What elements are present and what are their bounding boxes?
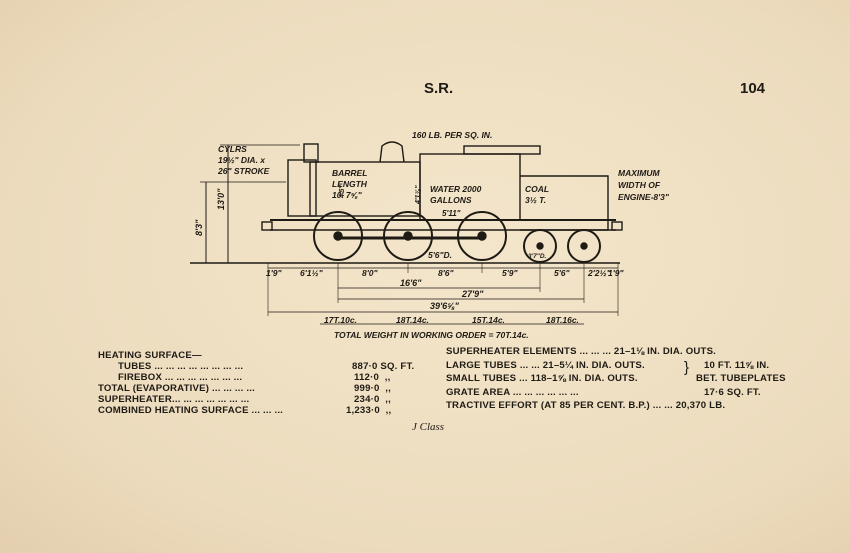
max-width-label-1: MAXIMUM — [618, 168, 660, 178]
spec-value-tubes: 887·0 SQ. FT. — [352, 361, 415, 372]
barrel-label-1: BARREL — [332, 168, 367, 178]
axle-weight-2: 18T.14c. — [396, 315, 429, 325]
barrel-label-3: 10' 7⅝" — [332, 190, 363, 200]
cylinders-label-3: 26" STROKE — [217, 166, 270, 176]
spec-value-total: 999·0 ,, — [354, 383, 391, 394]
page-number: 104 — [740, 80, 766, 97]
driving-wheel-1 — [313, 211, 363, 261]
wheelbase-dim-7: 2'2½" — [587, 268, 612, 278]
spec-small-tubes: SMALL TUBES ... 118–1⅝ IN. DIA. OUTS. — [446, 373, 638, 384]
spec-label-total: TOTAL (EVAPORATIVE) ... ... ... ... — [98, 383, 255, 394]
barrel-label-2: LENGTH — [332, 179, 368, 189]
boiler-dim-1-label: 4'5" — [339, 185, 346, 199]
heating-surface-table: HEATING SURFACE— TUBES ... ... ... ... .… — [98, 350, 428, 420]
wheelbase-dim-3: 8'0" — [362, 268, 378, 278]
railway-heading: S.R. — [424, 80, 454, 97]
trailing-wheel-2 — [567, 229, 601, 263]
pressure-label: 160 LB. PER SQ. IN. — [412, 130, 492, 140]
axle-weight-3: 15T.14c. — [472, 315, 505, 325]
firebox-dim-label: 5'11" — [442, 209, 461, 218]
spec-label-firebox: FIREBOX ... ... ... ... ... ... ... — [118, 372, 243, 383]
spec-grate-value: 17·6 SQ. FT. — [704, 387, 761, 398]
cylinders-label-2: 19½" DIA. x — [218, 155, 266, 165]
wheelbase-dim-1: 1'9" — [266, 268, 282, 278]
height-total-label: 13'0" — [216, 188, 226, 210]
chimney-outline — [303, 143, 319, 163]
water-label-2: GALLONS — [430, 195, 472, 205]
spec-label-superheater: SUPERHEATER... ... ... ... ... ... ... — [98, 394, 250, 405]
brace: } — [684, 359, 690, 376]
spec-tube-bet: BET. TUBEPLATES — [696, 373, 786, 384]
dome-outline — [379, 141, 405, 163]
driving-wheel-label: 5'6"D. — [428, 250, 452, 260]
smokebox-outline — [287, 159, 317, 217]
trailing-wheel-label: 3'7"D. — [528, 253, 547, 260]
spec-value-firebox: 112·0 ,, — [354, 372, 391, 383]
spec-tube-length: 10 FT. 11⅝ IN. — [704, 360, 770, 371]
locomotive-diagram: 160 LB. PER SQ. IN. CYLRS 19½" DIA. x 26… — [190, 130, 670, 340]
axle-weight-1: 17T.10c. — [324, 315, 357, 325]
driving-wheel-3 — [457, 211, 507, 261]
cylinders-label-1: CYLRS — [218, 144, 247, 154]
spec-label-tubes: TUBES ... ... ... ... ... ... ... ... — [118, 361, 244, 372]
class-caption: J Class — [412, 421, 445, 433]
coal-label-1: COAL — [525, 184, 549, 194]
wheelbase-dim-5: 5'9" — [502, 268, 518, 278]
heating-surface-heading: HEATING SURFACE— — [98, 350, 202, 361]
total-weight-label: TOTAL WEIGHT IN WORKING ORDER = 70T.14c. — [334, 330, 529, 340]
boiler-dim-2-label: 4'1⅞" — [415, 185, 422, 205]
coal-label-2: 3½ T. — [525, 195, 546, 205]
water-label-1: WATER 2000 — [430, 184, 482, 194]
trailing-wheel-1 — [523, 229, 557, 263]
tube-and-grate-table: SUPERHEATER ELEMENTS ... ... ... 21–1⅛ I… — [446, 346, 786, 416]
spec-tractive-effort: TRACTIVE EFFORT (AT 85 PER CENT. B.P.) .… — [446, 400, 726, 411]
wheelbase-dim-8: 1'9" — [608, 268, 624, 278]
dim-39-6-label: 39'6⅝" — [430, 301, 460, 311]
axle-weight-4: 18T.16c. — [546, 315, 579, 325]
dim-16-6-label: 16'6" — [400, 278, 422, 288]
max-width-label-3: ENGINE-8'3" — [618, 192, 670, 202]
spec-grate-area: GRATE AREA ... ... ... ... ... ... — [446, 387, 579, 398]
spec-value-combined: 1,233·0 ,, — [346, 405, 392, 416]
wheelbase-dim-2: 6'1½" — [300, 268, 324, 278]
spec-superheater-elements: SUPERHEATER ELEMENTS ... ... ... 21–1⅛ I… — [446, 346, 717, 357]
spec-large-tubes: LARGE TUBES ... ... 21–5¼ IN. DIA. OUTS. — [446, 360, 645, 371]
spec-label-combined: COMBINED HEATING SURFACE ... ... ... — [98, 405, 284, 416]
dim-27-9-label: 27'9" — [461, 289, 484, 299]
spec-value-superheater: 234·0 ,, — [354, 394, 391, 405]
max-width-label-2: WIDTH OF — [618, 180, 661, 190]
wheelbase-dim-4: 8'6" — [438, 268, 454, 278]
height-boiler-label: 8'3" — [194, 219, 204, 236]
driving-wheel-2 — [383, 211, 433, 261]
wheelbase-dim-6: 5'6" — [554, 268, 570, 278]
